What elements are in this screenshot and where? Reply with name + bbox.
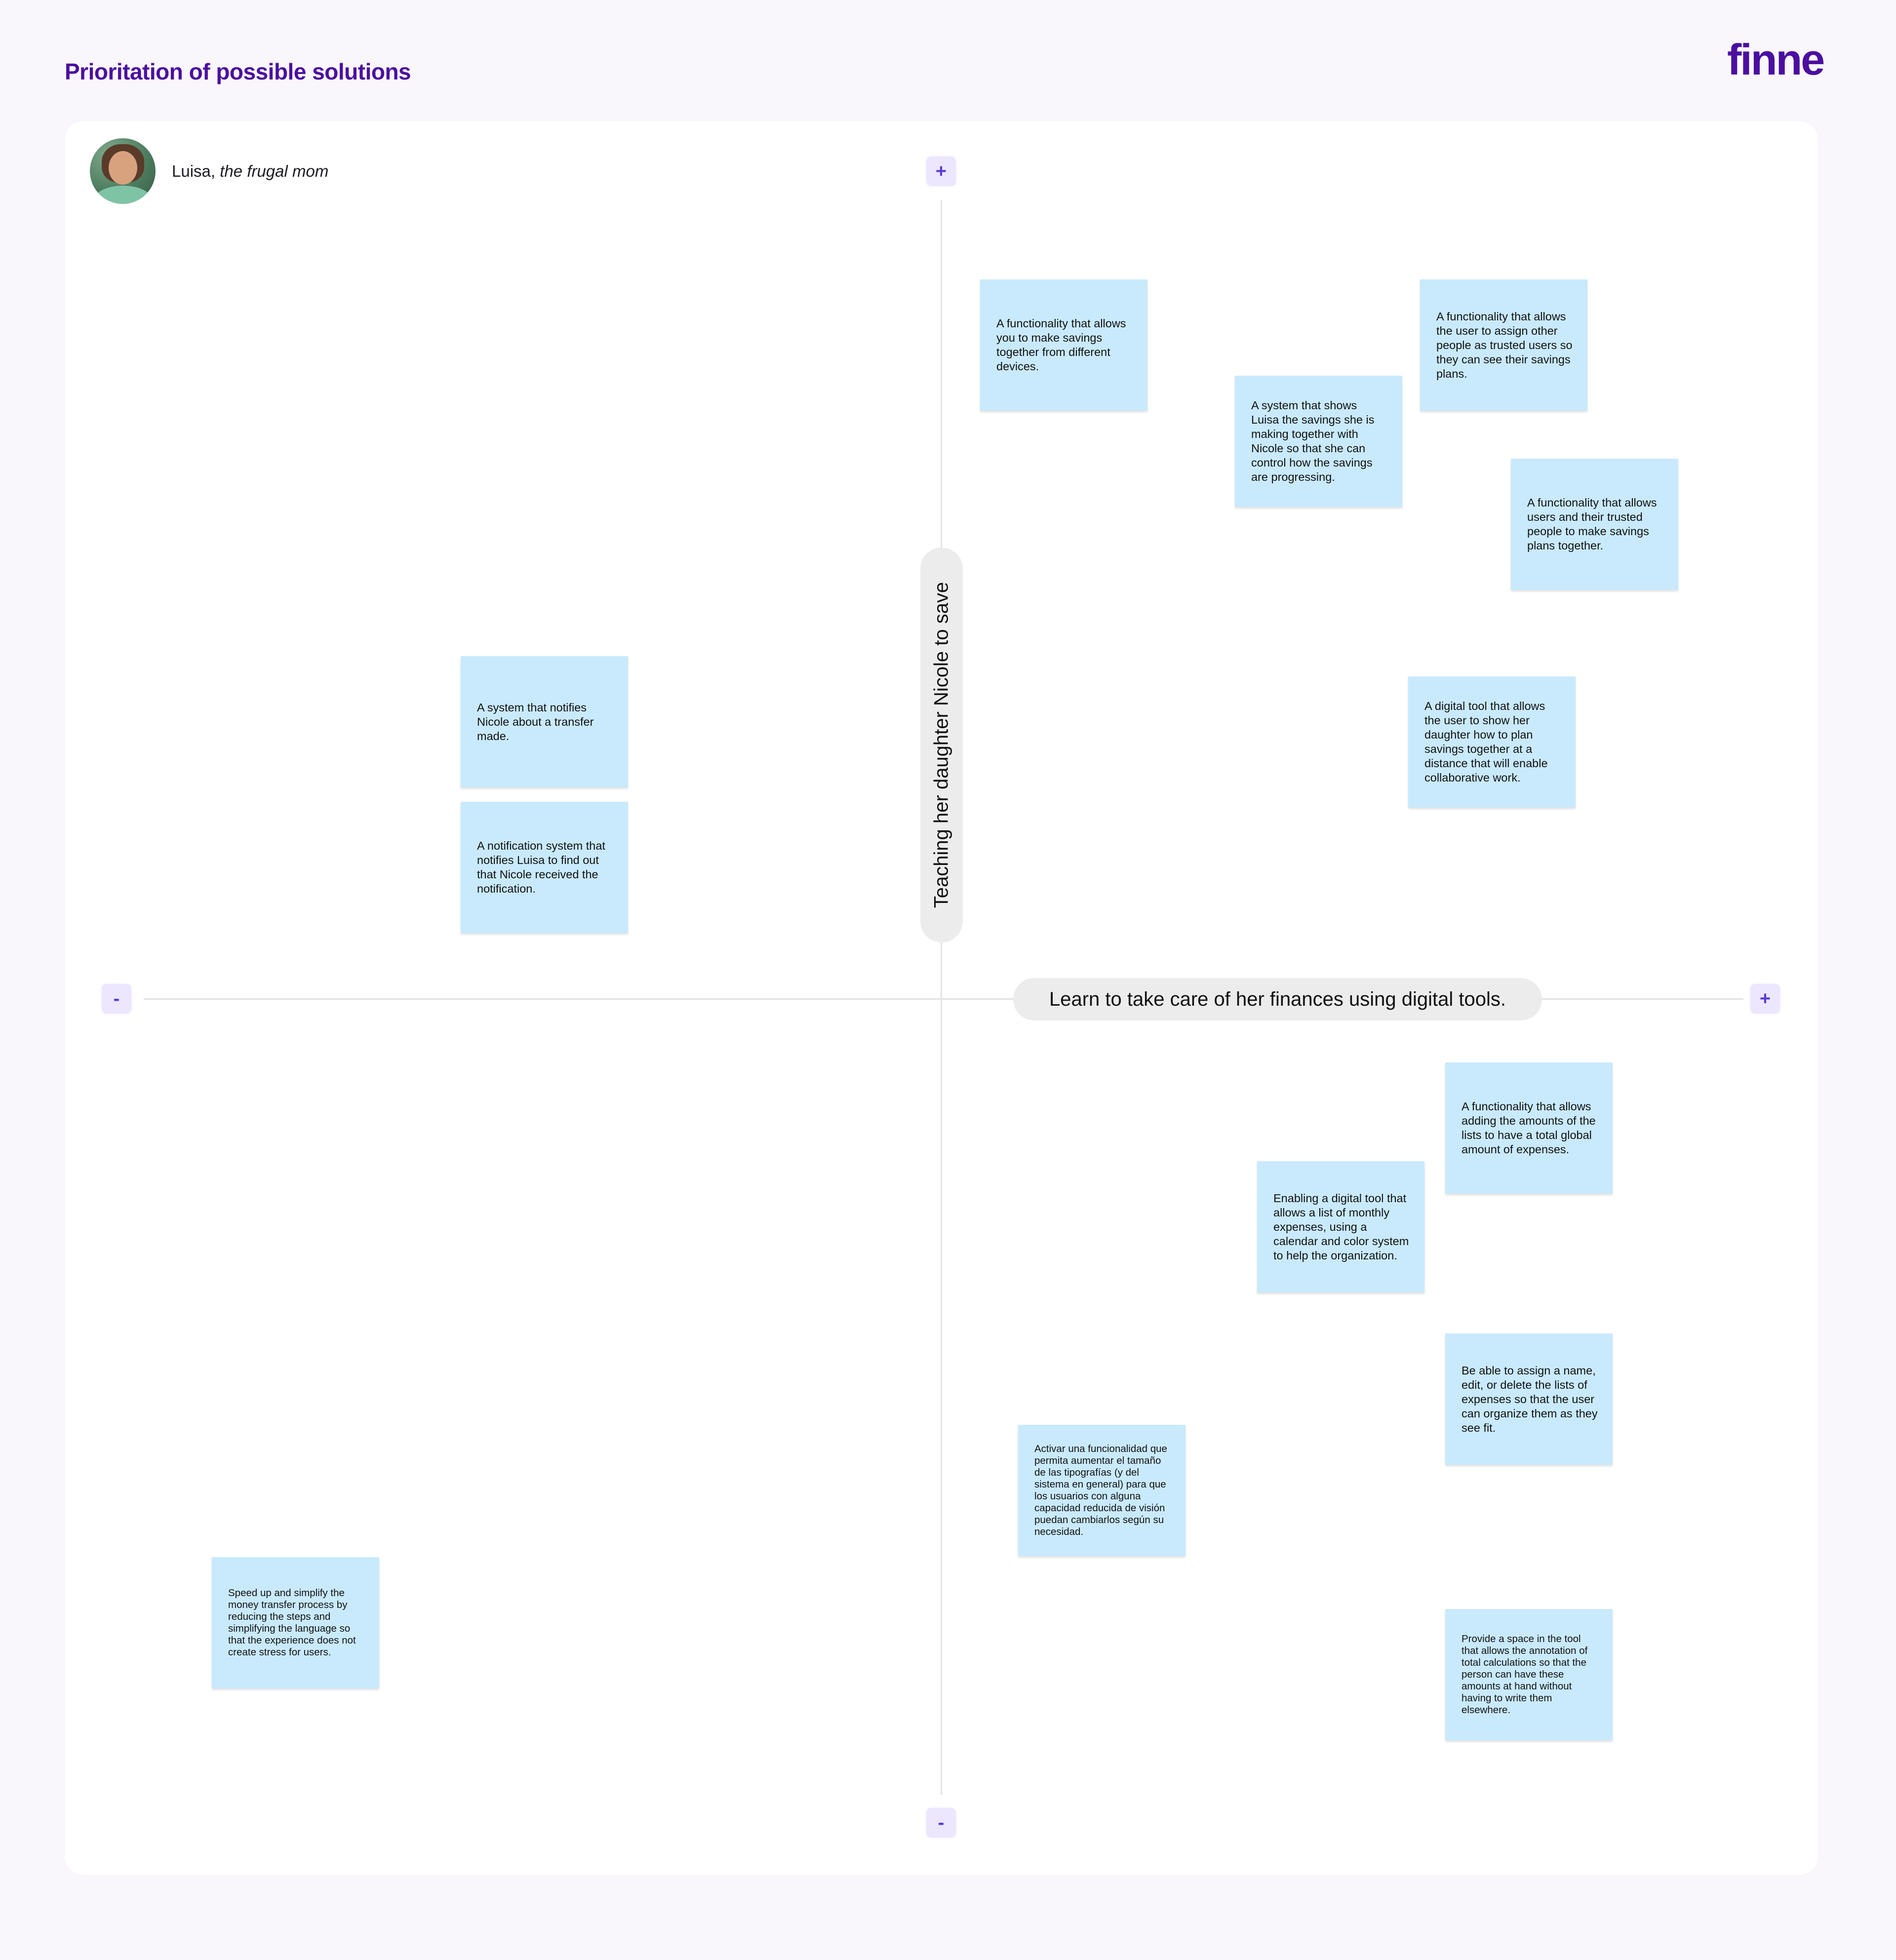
- sticky-note[interactable]: Activar una funcionalidad que permita au…: [1018, 1425, 1185, 1556]
- persona-name: Luisa, the frugal mom: [172, 162, 328, 181]
- sticky-note[interactable]: A system that notifies Nicole about a tr…: [461, 656, 628, 787]
- axis-bottom-minus-marker[interactable]: -: [926, 1808, 956, 1838]
- sticky-note[interactable]: Provide a space in the tool that allows …: [1445, 1609, 1613, 1740]
- persona-header: Luisa, the frugal mom: [90, 138, 328, 204]
- sticky-note[interactable]: A functionality that allows adding the a…: [1445, 1062, 1613, 1194]
- sticky-note[interactable]: Speed up and simplify the money transfer…: [212, 1557, 379, 1688]
- persona-first-name: Luisa,: [172, 161, 216, 180]
- finne-logo: finne: [1727, 35, 1825, 84]
- horizontal-axis-line: [144, 998, 1743, 1000]
- persona-avatar: [90, 138, 156, 204]
- axis-left-minus-marker[interactable]: -: [102, 984, 131, 1014]
- sticky-note[interactable]: Be able to assign a name, edit, or delet…: [1445, 1333, 1613, 1465]
- sticky-note[interactable]: A functionality that allows the user to …: [1420, 279, 1587, 411]
- sticky-note[interactable]: A notification system that notifies Luis…: [461, 802, 628, 933]
- sticky-note[interactable]: A functionality that allows you to make …: [980, 279, 1147, 411]
- vertical-axis-line: [941, 200, 942, 1795]
- page-title: Prioritation of possible solutions: [65, 59, 411, 84]
- axis-top-plus-marker[interactable]: +: [926, 157, 956, 186]
- sticky-note[interactable]: Enabling a digital tool that allows a li…: [1257, 1161, 1424, 1293]
- vertical-axis-label: Teaching her daughter Nicole to save: [920, 548, 963, 942]
- horizontal-axis-label: Learn to take care of her finances using…: [1013, 978, 1542, 1020]
- axis-right-plus-marker[interactable]: +: [1750, 984, 1780, 1014]
- persona-role: the frugal mom: [220, 161, 329, 180]
- vertical-axis-label-text: Teaching her daughter Nicole to save: [930, 582, 952, 908]
- sticky-note[interactable]: A system that shows Luisa the savings sh…: [1235, 376, 1402, 507]
- prioritization-board: Luisa, the frugal mom + - - + Teaching h…: [65, 121, 1818, 1875]
- sticky-note[interactable]: A digital tool that allows the user to s…: [1408, 676, 1576, 808]
- sticky-note[interactable]: A functionality that allows users and th…: [1511, 459, 1678, 590]
